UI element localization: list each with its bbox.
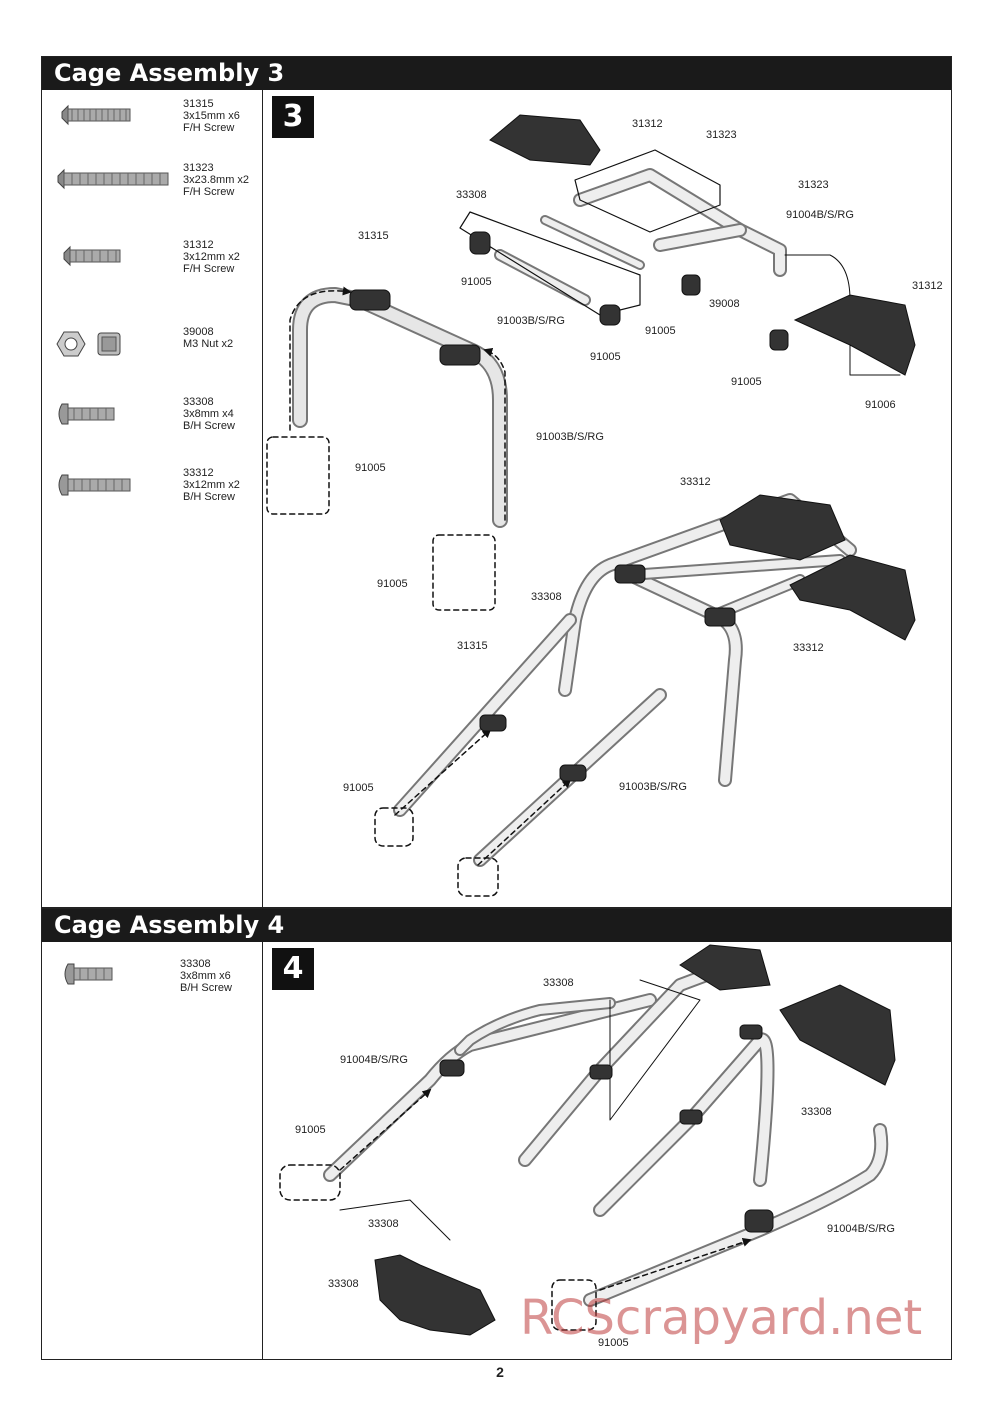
part-callout: 33308 <box>531 591 562 603</box>
part-item: 33308 3x8mm x4 B/H Screw <box>42 396 262 456</box>
part-callout: 33308 <box>368 1218 399 1230</box>
section-title: Cage Assembly 3 <box>42 57 951 90</box>
long-flat-head-screw-icon <box>57 168 169 190</box>
part-callout: 31312 <box>632 118 663 130</box>
part-callout: 33312 <box>680 476 711 488</box>
part-callout: 91003B/S/RG <box>619 781 687 793</box>
part-callout: 91005 <box>645 325 676 337</box>
part-callout: 31323 <box>798 179 829 191</box>
parts-list: 31315 3x15mm x6 F/H Screw 31323 3x23.8mm… <box>42 90 263 907</box>
part-label: 31312 3x12mm x2 F/H Screw <box>183 239 240 275</box>
part-callout: 31315 <box>358 230 389 242</box>
part-label: 33308 3x8mm x4 B/H Screw <box>183 396 235 432</box>
section-cage-assembly-3: Cage Assembly 3 31315 3x15mm x6 F/H Scre… <box>41 56 952 908</box>
nut-icon <box>56 331 121 357</box>
part-callout: 33308 <box>543 977 574 989</box>
part-callout: 91005 <box>598 1337 629 1349</box>
part-callout: 39008 <box>709 298 740 310</box>
part-callout: 33308 <box>328 1278 359 1290</box>
part-callout: 91005 <box>461 276 492 288</box>
page-number: 2 <box>496 1364 504 1380</box>
part-label: 39008 M3 Nut x2 <box>183 326 234 350</box>
part-callout: 31312 <box>912 280 943 292</box>
part-callout: 33308 <box>801 1106 832 1118</box>
part-callout: 91005 <box>295 1124 326 1136</box>
part-item: 39008 M3 Nut x2 <box>42 326 262 386</box>
parts-list: 33308 3x8mm x6 B/H Screw <box>42 942 263 1359</box>
part-callout: 91005 <box>590 351 621 363</box>
part-callout: 91004B/S/RG <box>340 1054 408 1066</box>
section-cage-assembly-4: Cage Assembly 4 33308 3x8mm x6 B/H Screw <box>41 908 952 1360</box>
button-head-screw-icon <box>64 963 113 985</box>
part-callout: 33308 <box>456 189 487 201</box>
part-callout: 33312 <box>793 642 824 654</box>
part-callout: 91003B/S/RG <box>536 431 604 443</box>
part-item: 33312 3x12mm x2 B/H Screw <box>42 467 262 527</box>
part-item: 33308 3x8mm x6 B/H Screw <box>42 958 262 1018</box>
flat-head-screw-icon <box>61 104 131 126</box>
part-label: 31323 3x23.8mm x2 F/H Screw <box>183 162 250 198</box>
part-label: 33308 3x8mm x6 B/H Screw <box>180 958 232 994</box>
part-item: 31315 3x15mm x6 F/H Screw <box>42 98 262 158</box>
step-number-badge: 4 <box>272 948 314 990</box>
watermark: RCScrapyard.net <box>520 1290 923 1346</box>
part-label: 33312 3x12mm x2 B/H Screw <box>183 467 240 503</box>
part-callout: 91006 <box>865 399 896 411</box>
part-callout: 91005 <box>343 782 374 794</box>
part-item: 31323 3x23.8mm x2 F/H Screw <box>42 162 262 222</box>
section-title: Cage Assembly 4 <box>42 909 951 942</box>
part-callout: 91004B/S/RG <box>786 209 854 221</box>
part-callout: 91003B/S/RG <box>497 315 565 327</box>
part-label: 31315 3x15mm x6 F/H Screw <box>183 98 240 134</box>
part-item: 31312 3x12mm x2 F/H Screw <box>42 239 262 299</box>
part-callout: 91005 <box>377 578 408 590</box>
button-head-screw-icon <box>58 474 131 496</box>
button-head-screw-icon <box>58 403 115 425</box>
flat-head-screw-icon <box>63 245 121 267</box>
part-callout: 91004B/S/RG <box>827 1223 895 1235</box>
part-callout: 91005 <box>355 462 386 474</box>
step-number-badge: 3 <box>272 96 314 138</box>
part-callout: 31315 <box>457 640 488 652</box>
part-callout: 91005 <box>731 376 762 388</box>
part-callout: 31323 <box>706 129 737 141</box>
